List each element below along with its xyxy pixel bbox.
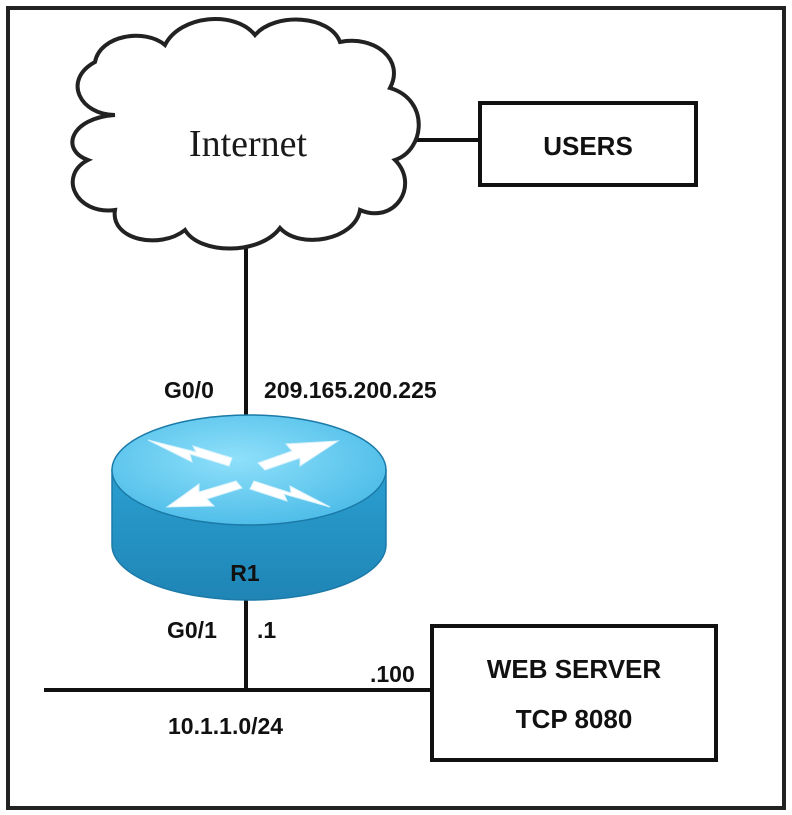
internet-cloud: Internet <box>70 17 421 251</box>
web-server-box: WEB SERVER TCP 8080 <box>430 624 718 762</box>
users-label: USERS <box>543 131 633 161</box>
server-label-line2: TCP 8080 <box>516 704 633 734</box>
interface-g0-1-ip: .1 <box>257 617 276 643</box>
server-host-ip: .100 <box>370 661 415 687</box>
server-label-line1: WEB SERVER <box>487 654 662 684</box>
users-box: USERS <box>478 101 698 187</box>
router-arrows-icon <box>147 439 340 508</box>
router-label: R1 <box>230 560 260 586</box>
interface-g0-0-label: G0/0 <box>164 377 214 403</box>
router-r1: R1 <box>111 414 387 601</box>
interface-g0-1-label: G0/1 <box>167 617 217 643</box>
cloud-label: Internet <box>189 123 308 165</box>
lan-subnet-label: 10.1.1.0/24 <box>168 713 283 739</box>
interface-g0-0-ip: 209.165.200.225 <box>264 377 437 403</box>
